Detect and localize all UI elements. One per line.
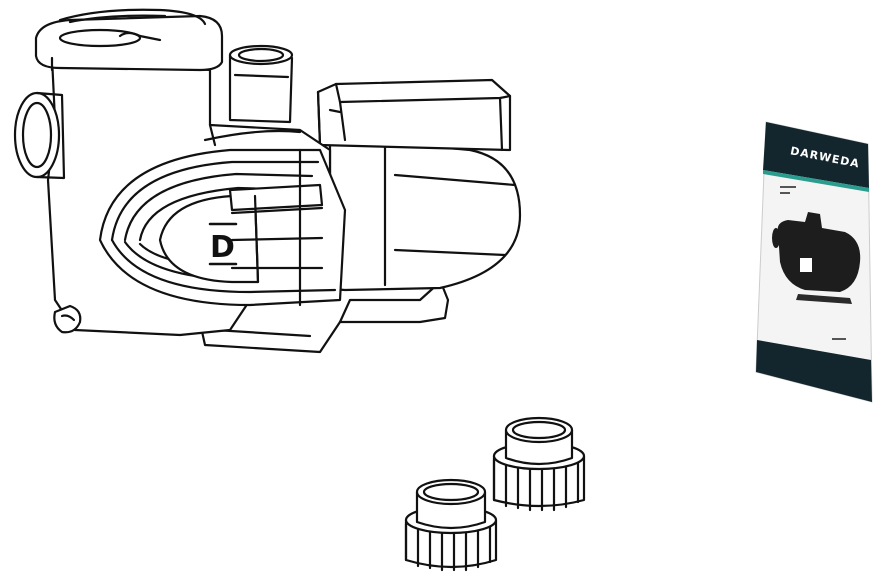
manual-header-band (763, 122, 869, 188)
inlet-port (13, 91, 61, 179)
manual-cover-pump-photo (772, 212, 861, 304)
instruction-manual: DARWEDA (755, 121, 873, 403)
union-fitting-front (404, 478, 498, 572)
union-fitting-back (492, 416, 586, 512)
pool-pump: D (13, 8, 522, 354)
pump-body (13, 8, 347, 337)
manual-footer-band (756, 340, 872, 402)
drain-plug (53, 304, 82, 334)
pump-motor (316, 78, 522, 292)
pump-logo-letter: D (210, 230, 235, 265)
manual-accent-stripe (763, 170, 869, 192)
